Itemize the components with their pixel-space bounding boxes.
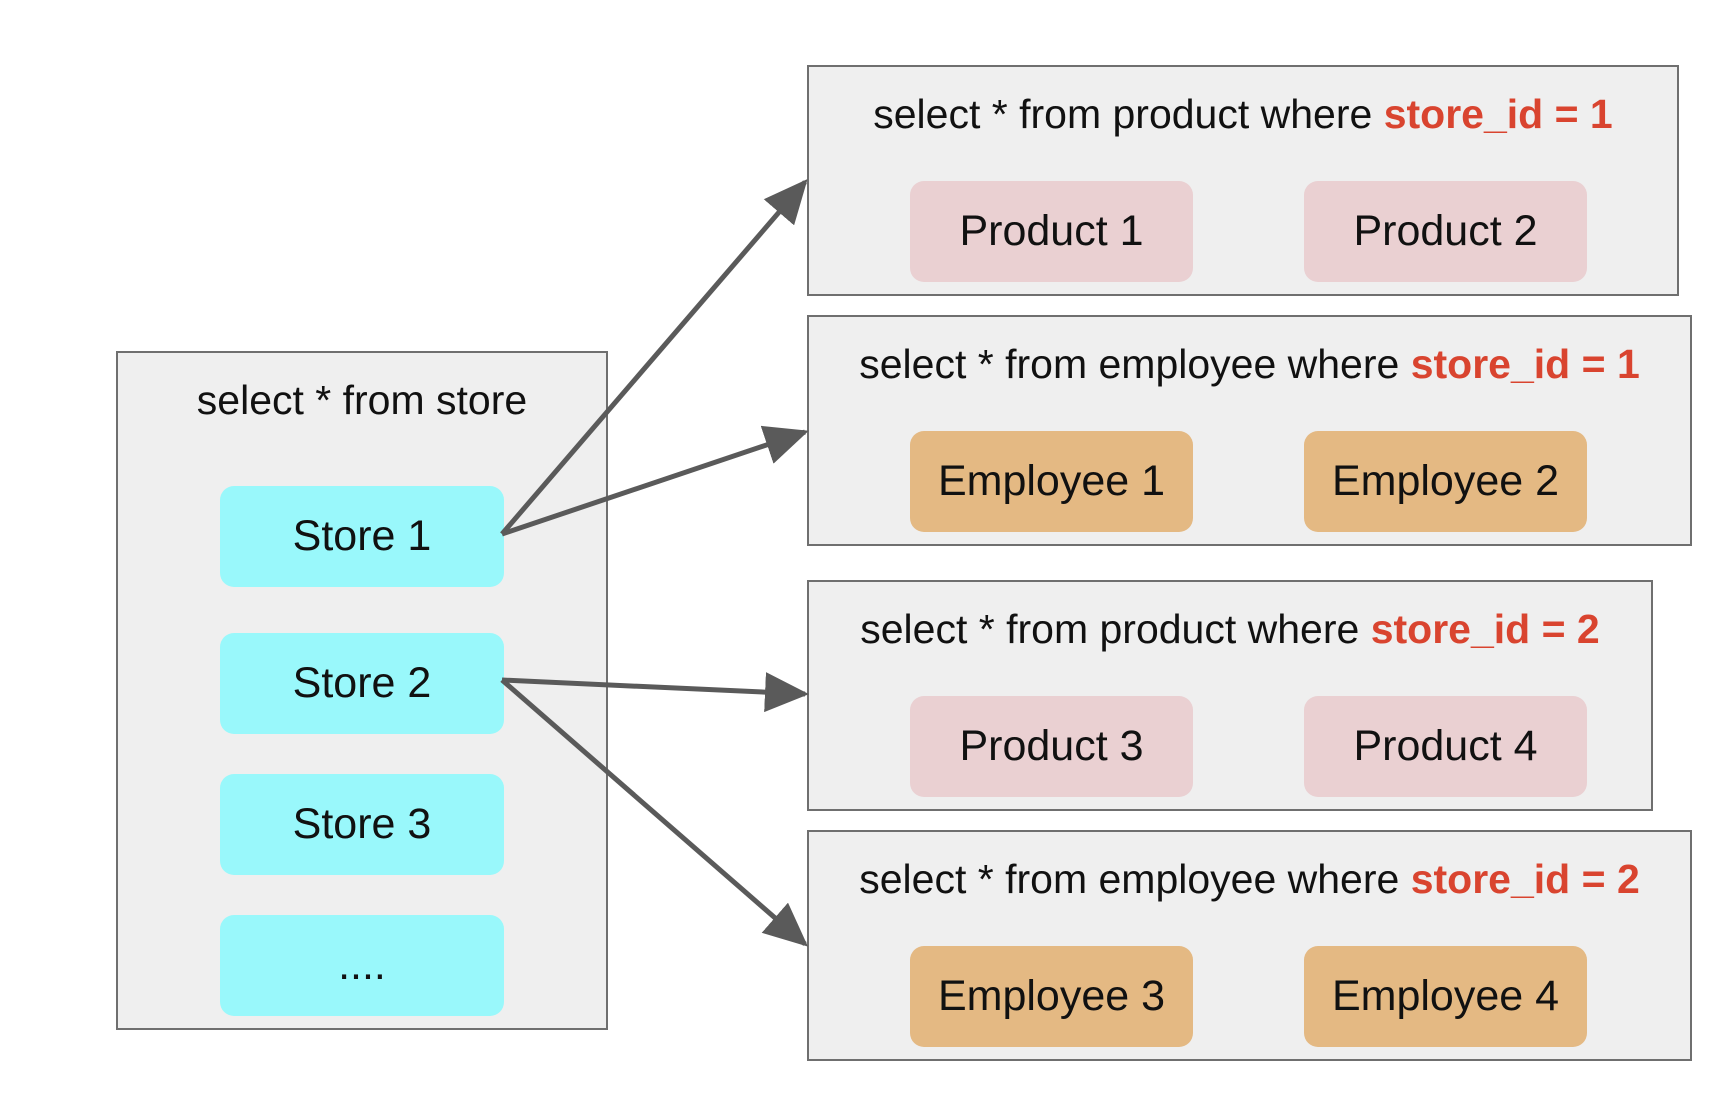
employee-query-panel-store-2: select * from employee where store_id = … (807, 830, 1692, 1061)
employee-chip-1: Employee 1 (910, 431, 1193, 532)
product-chip-3: Product 3 (910, 696, 1193, 797)
store-query-panel: select * from store Store 1 Store 2 Stor… (116, 351, 608, 1030)
query-text: select * from employee where (859, 341, 1411, 387)
product-chip-2: Product 2 (1304, 181, 1587, 282)
product-chip-1: Product 1 (910, 181, 1193, 282)
store-id-condition: store_id = 1 (1383, 91, 1613, 137)
product-query-panel-store-1: select * from product where store_id = 1… (807, 65, 1679, 296)
query-text: select * from product where (873, 91, 1384, 137)
employee-chip-2: Employee 2 (1304, 431, 1587, 532)
store-chip-more: .... (220, 915, 504, 1016)
employee-chip-4: Employee 4 (1304, 946, 1587, 1047)
product-query-panel-store-2: select * from product where store_id = 2… (807, 580, 1653, 811)
store-chip-3: Store 3 (220, 774, 504, 875)
query-text: select * from product where (860, 606, 1371, 652)
store-query: select * from store (196, 377, 528, 423)
store-id-condition: store_id = 1 (1410, 341, 1640, 387)
query-text: select * from employee where (859, 856, 1411, 902)
employee-query-store-2: select * from employee where store_id = … (809, 856, 1690, 903)
store-id-condition: store_id = 2 (1370, 606, 1600, 652)
employee-chip-3: Employee 3 (910, 946, 1193, 1047)
employee-query-panel-store-1: select * from employee where store_id = … (807, 315, 1692, 546)
store-chip-2: Store 2 (220, 633, 504, 734)
employee-query-store-1: select * from employee where store_id = … (809, 341, 1690, 388)
store-id-condition: store_id = 2 (1410, 856, 1640, 902)
product-chip-4: Product 4 (1304, 696, 1587, 797)
store-chip-1: Store 1 (220, 486, 504, 587)
product-query-store-1: select * from product where store_id = 1 (809, 91, 1677, 138)
product-query-store-2: select * from product where store_id = 2 (809, 606, 1651, 653)
